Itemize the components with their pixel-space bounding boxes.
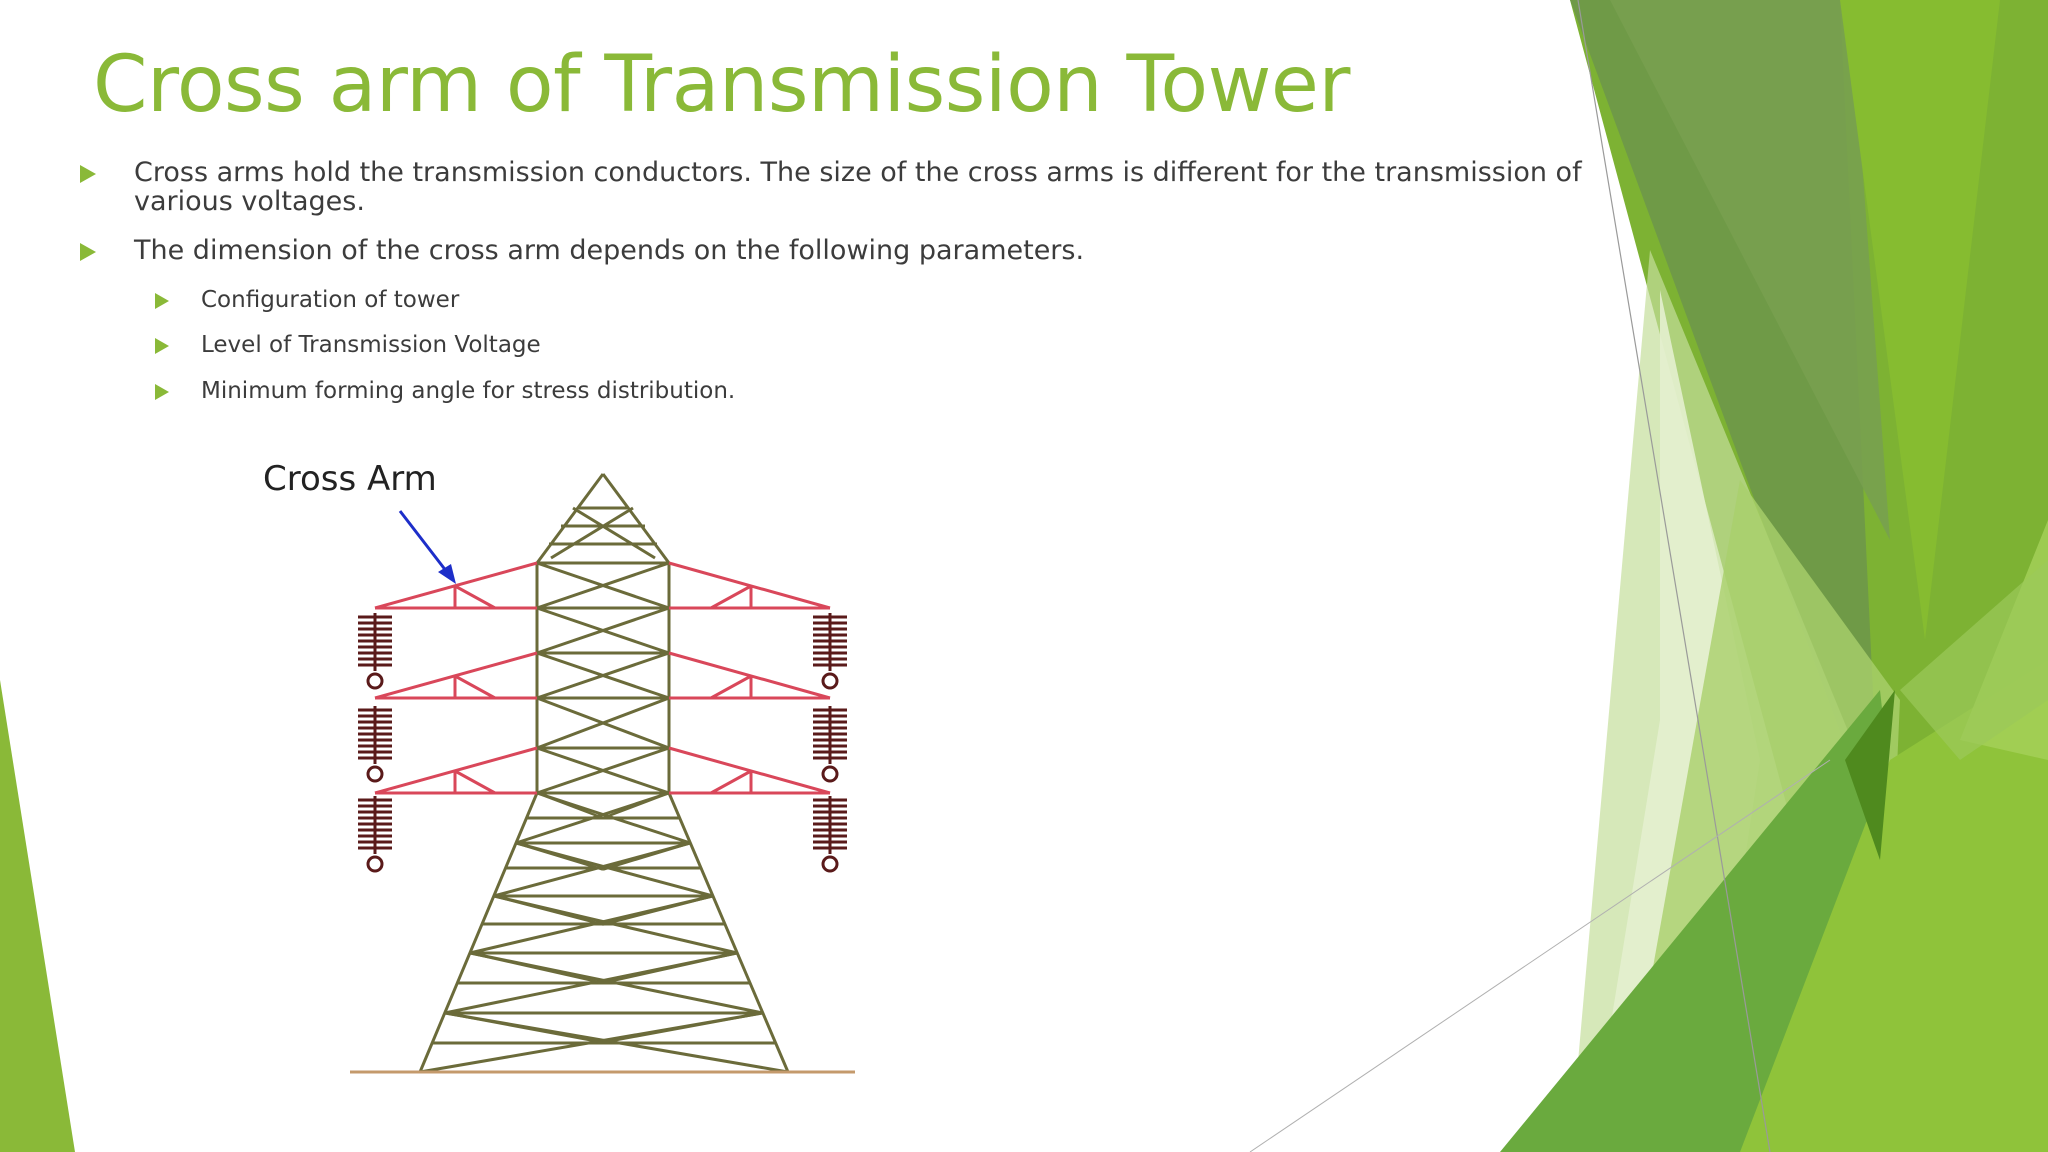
tower-member <box>602 791 670 820</box>
transmission-tower-diagram: Cross Arm <box>263 459 855 1074</box>
conductor-clamp-icon <box>366 855 384 873</box>
sub-bullet-arrow-icon <box>155 293 169 309</box>
bullet-arrow-icon <box>80 243 96 261</box>
insulators <box>358 613 847 873</box>
cross-arm-member <box>710 584 752 610</box>
cross-arm-member <box>454 674 496 700</box>
tower-member <box>469 951 604 985</box>
cross-arm-label: Cross Arm <box>263 459 437 499</box>
tower-member <box>493 894 604 926</box>
tower-member <box>418 792 539 1073</box>
cross-arm-member <box>710 769 752 795</box>
conductor-clamp-icon <box>821 765 839 783</box>
sub-bullet-text: Level of Transmission Voltage <box>201 332 541 358</box>
pointer-head <box>438 564 456 584</box>
cross-arm-member <box>454 584 496 610</box>
tower-member <box>536 791 604 820</box>
bullet-text: The dimension of the cross arm depends o… <box>134 235 1085 266</box>
tower-member <box>444 1011 604 1044</box>
conductor-clamp-icon <box>821 672 839 690</box>
tower-member <box>536 791 691 845</box>
conductor-clamp-icon <box>366 672 384 690</box>
tower-member <box>572 506 656 560</box>
sub-bullet-arrow-icon <box>155 384 169 400</box>
bullet-list: Cross arms hold the transmission conduct… <box>0 0 1600 460</box>
conductor-clamp-icon <box>821 855 839 873</box>
cross-arms <box>374 561 831 795</box>
tower-member <box>515 841 604 871</box>
tower-member <box>550 506 634 560</box>
tower-frame <box>418 473 790 1074</box>
sub-bullet-text: Minimum forming angle for stress distrib… <box>201 378 736 404</box>
tower-member <box>602 894 714 926</box>
tower-member <box>536 606 670 655</box>
sub-bullet-text: Configuration of tower <box>201 287 460 313</box>
sub-bullet-arrow-icon <box>155 338 169 354</box>
tower-member <box>535 473 605 564</box>
tower-member <box>536 561 670 610</box>
cross-arm-member <box>454 769 496 795</box>
tower-member <box>667 792 790 1073</box>
tower-member <box>536 651 670 700</box>
bullet-text: Cross arms hold the transmission conduct… <box>134 157 1582 217</box>
cross-arm-member <box>710 674 752 700</box>
tower-member <box>536 746 670 795</box>
tower-member <box>602 1011 764 1044</box>
tower-member <box>601 473 671 564</box>
conductor-clamp-icon <box>366 765 384 783</box>
pointer-arrow-icon <box>398 510 456 584</box>
bullet-arrow-icon <box>80 165 96 183</box>
tower-member <box>602 841 691 871</box>
tower-member <box>602 951 738 985</box>
pointer-shaft <box>398 510 452 577</box>
tower-member <box>536 696 670 750</box>
slide-title: Cross arm of Transmission Tower <box>93 40 1351 130</box>
